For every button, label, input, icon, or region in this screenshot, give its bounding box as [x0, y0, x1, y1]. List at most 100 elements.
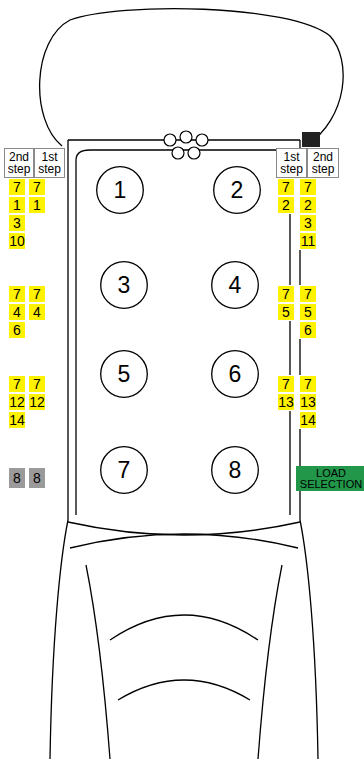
- inner-panel-line: [75, 160, 76, 515]
- button-circle: 2: [213, 166, 261, 214]
- led: [164, 134, 176, 146]
- button-number: 7: [118, 459, 131, 482]
- code-box: 7: [299, 375, 317, 393]
- code-number: 10: [9, 234, 25, 248]
- code-number: 7: [304, 377, 312, 391]
- code-number: 4: [13, 305, 21, 319]
- code-number: LOAD SELECTION: [296, 468, 364, 490]
- button-number: 4: [229, 274, 242, 297]
- code-box: 11: [299, 232, 317, 250]
- code-box: 7: [28, 375, 46, 393]
- code-box: 7: [277, 178, 295, 196]
- code-number: 1: [13, 198, 21, 212]
- button-ring: [214, 167, 261, 214]
- code-number: 3: [13, 216, 21, 230]
- code-box: 14: [8, 411, 26, 429]
- code-number: 1: [33, 198, 41, 212]
- code-number: 8: [33, 471, 41, 485]
- button-number: 2: [231, 179, 244, 202]
- code-number: 14: [9, 413, 25, 427]
- code-number: 7: [304, 287, 312, 301]
- body-left-edge: [50, 140, 68, 759]
- code-box: 7: [8, 178, 26, 196]
- code-number: 12: [9, 395, 25, 409]
- button-ring: [97, 167, 144, 214]
- code-box: 2: [299, 196, 317, 214]
- step-header: 1st step: [276, 148, 307, 178]
- code-box: 12: [8, 393, 26, 411]
- code-box: 13: [299, 393, 317, 411]
- code-number: 14: [300, 413, 316, 427]
- strap-loop: [40, 9, 344, 146]
- code-number: 7: [304, 180, 312, 194]
- code-box: 7: [299, 285, 317, 303]
- grip-band: [70, 534, 298, 548]
- code-box: 13: [277, 393, 295, 411]
- led: [180, 131, 192, 143]
- grip-line: [86, 565, 110, 759]
- button-circle: 5: [100, 350, 148, 398]
- code-box: 5: [277, 303, 295, 321]
- code-number: 11: [301, 234, 316, 248]
- code-number: 7: [282, 180, 290, 194]
- code-box: 12: [28, 393, 46, 411]
- code-number: 7: [33, 377, 41, 391]
- grip-arch: [110, 615, 258, 640]
- led: [188, 147, 200, 159]
- button-circle: 8: [211, 446, 259, 494]
- code-box-grey: 8: [8, 467, 26, 489]
- button-ring: [101, 262, 148, 309]
- code-box: 6: [8, 321, 26, 339]
- code-box: 10: [8, 232, 26, 250]
- body-right-edge: [300, 140, 318, 759]
- grip-arch: [118, 680, 250, 700]
- grip-band: [68, 522, 300, 535]
- code-number: 5: [282, 305, 290, 319]
- code-number: 7: [33, 287, 41, 301]
- step-label: 1st step: [277, 151, 306, 175]
- step-label: 1st step: [35, 151, 64, 175]
- button-circle: 4: [211, 261, 259, 309]
- code-number: 7: [13, 377, 21, 391]
- code-box: 7: [8, 285, 26, 303]
- code-number: 2: [282, 198, 290, 212]
- step-header: 2nd step: [307, 148, 339, 178]
- step-label: 2nd step: [5, 151, 33, 175]
- code-box: 4: [8, 303, 26, 321]
- code-number: 7: [282, 287, 290, 301]
- code-number: 7: [13, 180, 21, 194]
- code-box: 7: [277, 285, 295, 303]
- code-number: 7: [282, 377, 290, 391]
- led: [196, 134, 208, 146]
- code-number: 7: [13, 287, 21, 301]
- led: [172, 147, 184, 159]
- code-box: 14: [299, 411, 317, 429]
- controller-outline: [40, 9, 344, 759]
- code-number: 4: [33, 305, 41, 319]
- code-number: 8: [13, 471, 21, 485]
- code-box: 3: [8, 214, 26, 232]
- code-number: 12: [29, 395, 45, 409]
- code-box: 1: [8, 196, 26, 214]
- code-number: 6: [13, 323, 21, 337]
- antenna-block: [302, 132, 320, 147]
- code-box: 4: [28, 303, 46, 321]
- button-number: 6: [229, 363, 242, 386]
- code-box: 7: [299, 178, 317, 196]
- button-number: 8: [229, 459, 242, 482]
- code-box: 7: [277, 375, 295, 393]
- step-header: 1st step: [34, 148, 65, 178]
- code-box: 7: [8, 375, 26, 393]
- code-number: 13: [300, 395, 316, 409]
- code-number: 5: [304, 305, 312, 319]
- button-ring: [101, 351, 148, 398]
- code-box: 7: [28, 285, 46, 303]
- code-box: 7: [28, 178, 46, 196]
- step-header: 2nd step: [4, 148, 34, 178]
- code-number: 2: [304, 198, 312, 212]
- code-box: 6: [299, 321, 317, 339]
- button-number: 3: [118, 274, 131, 297]
- button-ring: [212, 447, 259, 494]
- code-number: 3: [304, 216, 312, 230]
